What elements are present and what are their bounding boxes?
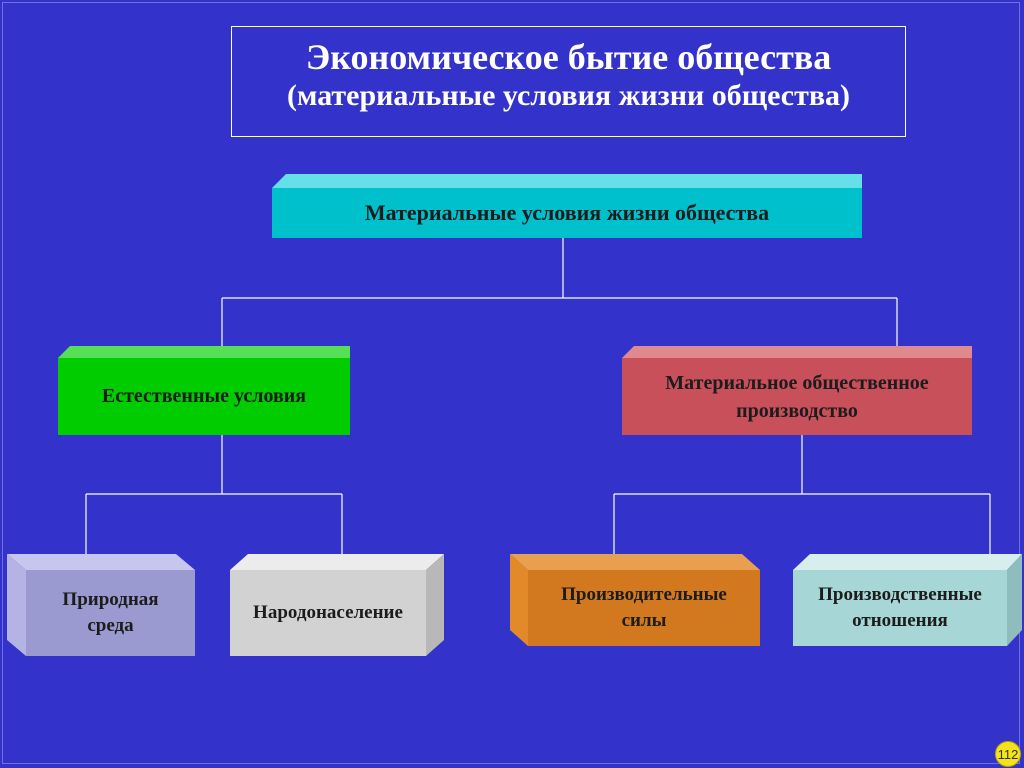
node-root: Материальные условия жизни общества xyxy=(272,188,862,238)
node-material-production-label: Материальное общественное производство xyxy=(665,371,929,422)
node-natural-conditions: Естественные условия xyxy=(58,358,350,435)
node-natural-conditions-label: Естественные условия xyxy=(101,385,307,407)
node-population: Народонаселение xyxy=(230,570,426,656)
node-production-relations: Производственные отношения xyxy=(793,570,1007,646)
node-production-relations-label: Производственные отношения xyxy=(818,584,982,631)
node-root-label: Материальные условия жизни общества xyxy=(364,200,770,225)
slide-subtitle: (материальные условия жизни общества) xyxy=(286,79,851,112)
node-productive-forces-label: Производительные силы xyxy=(561,584,727,631)
node-natural-environment: Природная среда xyxy=(26,570,195,656)
page-number-badge: 112 xyxy=(995,741,1021,767)
slide-title: Экономическое бытие общества xyxy=(305,37,832,77)
node-productive-forces: Производительные силы xyxy=(528,570,760,646)
node-material-production: Материальное общественное производство xyxy=(622,358,972,435)
node-natural-environment-label: Природная среда xyxy=(62,589,159,636)
title-box: Экономическое бытие общества (материальн… xyxy=(231,26,906,137)
box-bevels xyxy=(7,174,1022,656)
node-population-label: Народонаселение xyxy=(253,602,403,623)
